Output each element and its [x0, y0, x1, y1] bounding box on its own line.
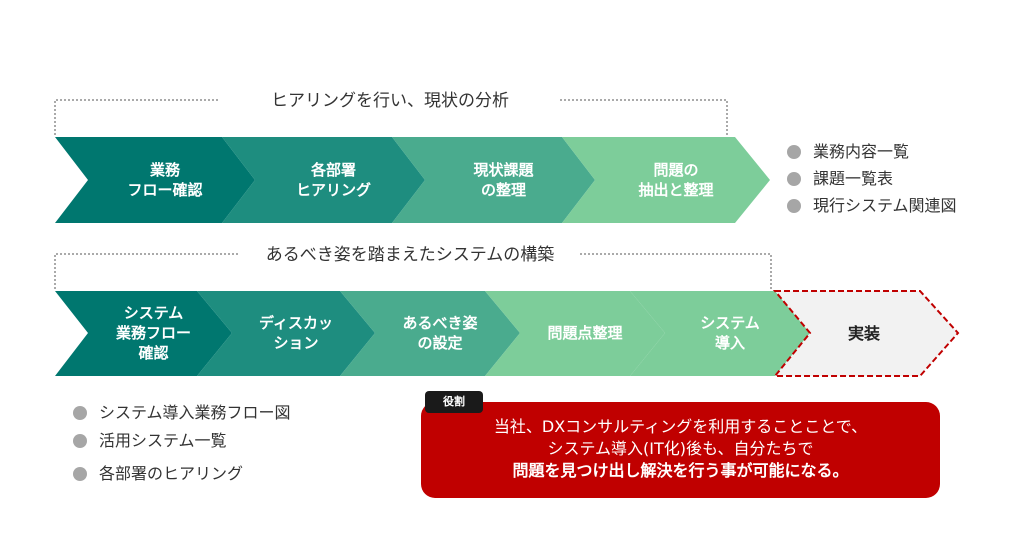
step-label: 現状課題の整理: [473, 161, 534, 199]
phase1-heading: ヒアリングを行い、現状の分析: [271, 91, 509, 111]
implementation-chevron: [772, 290, 960, 377]
step-chevron: [55, 137, 255, 223]
step-chevron: [55, 291, 232, 376]
phase2-heading: あるべき姿を踏まえたシステムの構築: [266, 245, 555, 265]
step-label-line: 業務フロー: [115, 324, 191, 342]
step-chevron: [392, 137, 595, 223]
step-label-line: 現状課題: [473, 161, 534, 179]
step-chevron: [340, 291, 520, 376]
step-label-line: 導入: [715, 334, 745, 352]
step-label: ディスカッション: [259, 314, 333, 352]
step-label: あるべき姿の設定: [402, 314, 477, 352]
role-tag: 役割: [425, 391, 483, 413]
implementation-step: 実装: [772, 290, 960, 377]
phase2-step: あるべき姿の設定: [340, 291, 520, 376]
step-label-line: ション: [273, 334, 318, 352]
list-item: 活用システム一覧: [73, 431, 291, 451]
phase1-step: 各部署ヒアリング: [222, 137, 425, 223]
step-chevron: [630, 291, 810, 376]
step-label-line: 確認: [137, 344, 168, 362]
role-callout: 当社、DXコンサルティングを利用することことで、 システム導入(IT化)後も、自…: [421, 402, 940, 498]
step-chevron: [485, 291, 665, 376]
step-label-line: あるべき姿: [402, 314, 477, 332]
step-label: 各部署ヒアリング: [296, 161, 371, 199]
phase2-step: システム導入: [630, 291, 810, 376]
phase2-flow: システム業務フロー確認 ディスカッション あるべき姿の設定 問題点整理 システム…: [55, 290, 960, 377]
step-label-line: の設定: [417, 334, 462, 352]
step-label-line: ディスカッ: [259, 314, 333, 332]
step-label: システム導入: [700, 314, 760, 352]
step-label-line: 問題点整理: [547, 324, 622, 342]
phase2-step: 問題点整理: [485, 291, 665, 376]
step-label-line: フロー確認: [127, 181, 202, 199]
implementation-label: 実装: [848, 324, 880, 343]
step-chevron: [197, 291, 375, 376]
list-item: 現行システム関連図: [787, 196, 957, 216]
phase1-step: 業務フロー確認: [55, 137, 255, 223]
step-label: 問題の抽出と整理: [638, 161, 713, 199]
role-line-3: 問題を見つけ出し解決を行う事が可能になる。: [512, 461, 849, 480]
step-label: システム業務フロー確認: [115, 304, 191, 362]
phase1-flow: 業務フロー確認 各部署ヒアリング 現状課題の整理 問題の抽出と整理: [55, 137, 770, 223]
list-item: 課題一覧表: [787, 169, 957, 189]
list-item: 業務内容一覧: [787, 142, 957, 162]
phase1-step: 現状課題の整理: [392, 137, 595, 223]
phase1-deliverables: 業務内容一覧 課題一覧表 現行システム関連図: [787, 142, 957, 223]
phase1-step: 問題の抽出と整理: [562, 137, 770, 223]
phase2-deliverables: システム導入業務フロー図 活用システム一覧 各部署のヒアリング: [73, 403, 291, 484]
phase1-bracket: [54, 99, 728, 135]
step-label-line: 各部署: [310, 161, 356, 179]
phase2-step: ディスカッション: [197, 291, 375, 376]
step-label-line: ヒアリング: [296, 181, 371, 199]
step-label-line: 業務: [149, 161, 181, 179]
list-item: 各部署のヒアリング: [73, 464, 291, 484]
step-label-line: システム: [700, 314, 760, 332]
role-line-1: 当社、DXコンサルティングを利用することことで、: [493, 417, 868, 436]
phase2-step: システム業務フロー確認: [55, 291, 232, 376]
step-chevron: [222, 137, 425, 223]
step-label: 業務フロー確認: [127, 161, 202, 199]
step-label-line: 抽出と整理: [638, 181, 713, 199]
step-label-line: 問題の: [653, 161, 698, 179]
role-line-2: システム導入(IT化)後も、自分たちで: [547, 439, 814, 458]
step-label-line: システム: [124, 304, 184, 322]
step-label: 問題点整理: [547, 324, 622, 342]
list-item: システム導入業務フロー図: [73, 403, 291, 423]
step-chevron: [562, 137, 770, 223]
step-label-line: の整理: [481, 181, 526, 199]
